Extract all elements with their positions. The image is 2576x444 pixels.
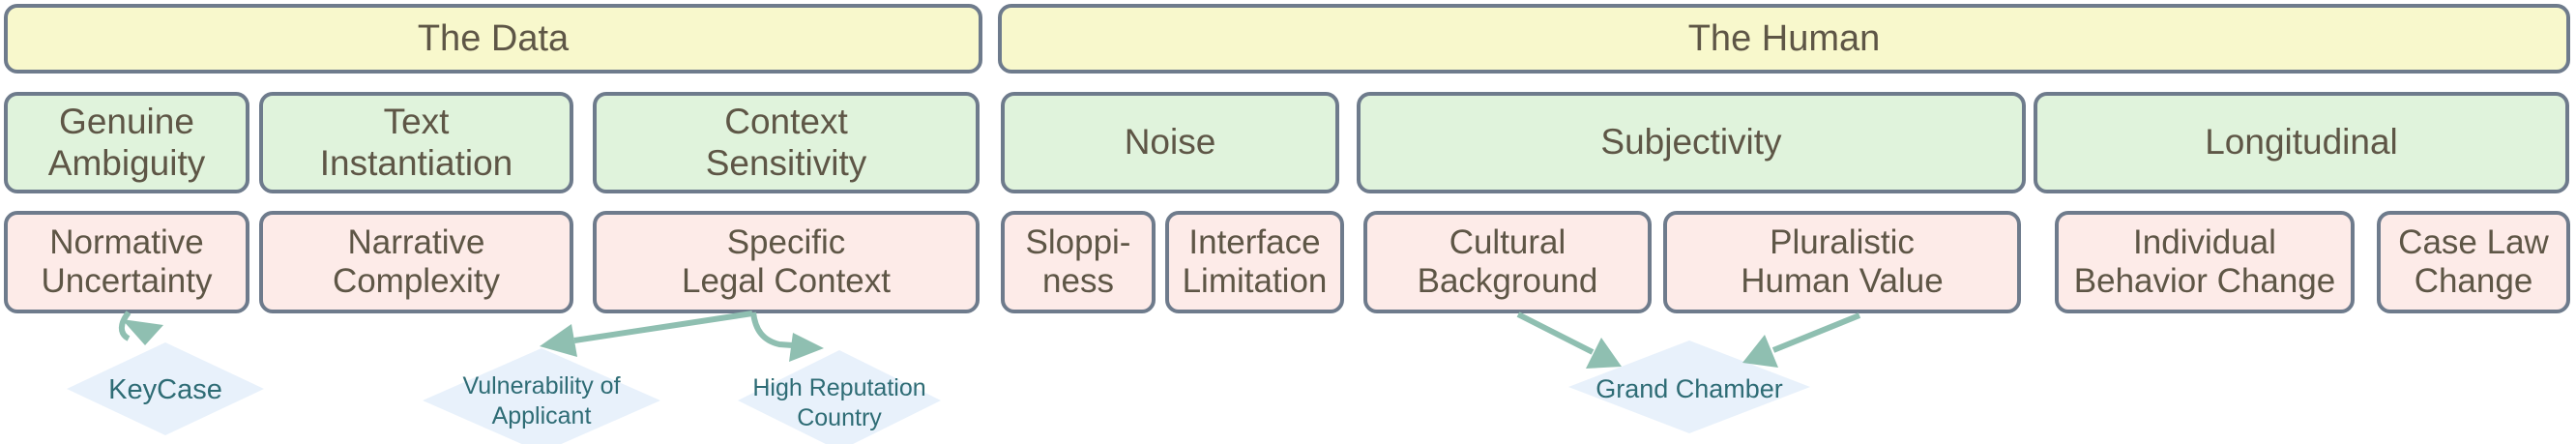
diamond-keycase xyxy=(67,342,264,435)
diamond-label-grand-chamber: Grand Chamber xyxy=(1595,374,1783,404)
box-interface-limitation: Interface Limitation xyxy=(1165,211,1344,313)
arrow-normative-to-keycase xyxy=(118,311,163,345)
box-genuine-ambiguity: Genuine Ambiguity xyxy=(4,92,249,193)
box-sloppiness: Sloppi- ness xyxy=(1001,211,1156,313)
box-context-sensitivity: Context Sensitivity xyxy=(593,92,980,193)
diamond-label-keycase: KeyCase xyxy=(108,373,222,405)
box-pluralistic-human-value: Pluralistic Human Value xyxy=(1663,211,2021,313)
box-text-instantiation: Text Instantiation xyxy=(259,92,573,193)
box-specific-legal-context: Specific Legal Context xyxy=(593,211,980,313)
box-longitudinal: Longitudinal xyxy=(2034,92,2569,193)
box-narrative-complexity: Narrative Complexity xyxy=(259,211,573,313)
arrow-pluralistic-to-grand-chamber xyxy=(1742,312,1861,368)
arrow-context-to-vulnerability xyxy=(540,311,753,357)
diamond-label-high-reputation-country: High Reputation Country xyxy=(752,373,926,431)
box-cultural-background: Cultural Background xyxy=(1363,211,1652,313)
box-case-law-change: Case Law Change xyxy=(2377,211,2570,313)
arrow-cultural-to-grand-chamber xyxy=(1516,311,1622,369)
diamond-high-reputation-country xyxy=(738,350,941,444)
box-noise: Noise xyxy=(1001,92,1339,193)
box-individual-behavior-change: Individual Behavior Change xyxy=(2055,211,2355,313)
box-normative-uncertainty: Normative Uncertainty xyxy=(4,211,249,313)
box-the-data: The Data xyxy=(4,4,982,74)
box-subjectivity: Subjectivity xyxy=(1357,92,2026,193)
diamond-vulnerability-of-applicant xyxy=(423,348,660,444)
diamond-label-vulnerability-of-applicant: Vulnerability of Applicant xyxy=(462,371,621,429)
arrow-context-to-high-reputation xyxy=(750,311,824,362)
box-the-human: The Human xyxy=(998,4,2570,74)
